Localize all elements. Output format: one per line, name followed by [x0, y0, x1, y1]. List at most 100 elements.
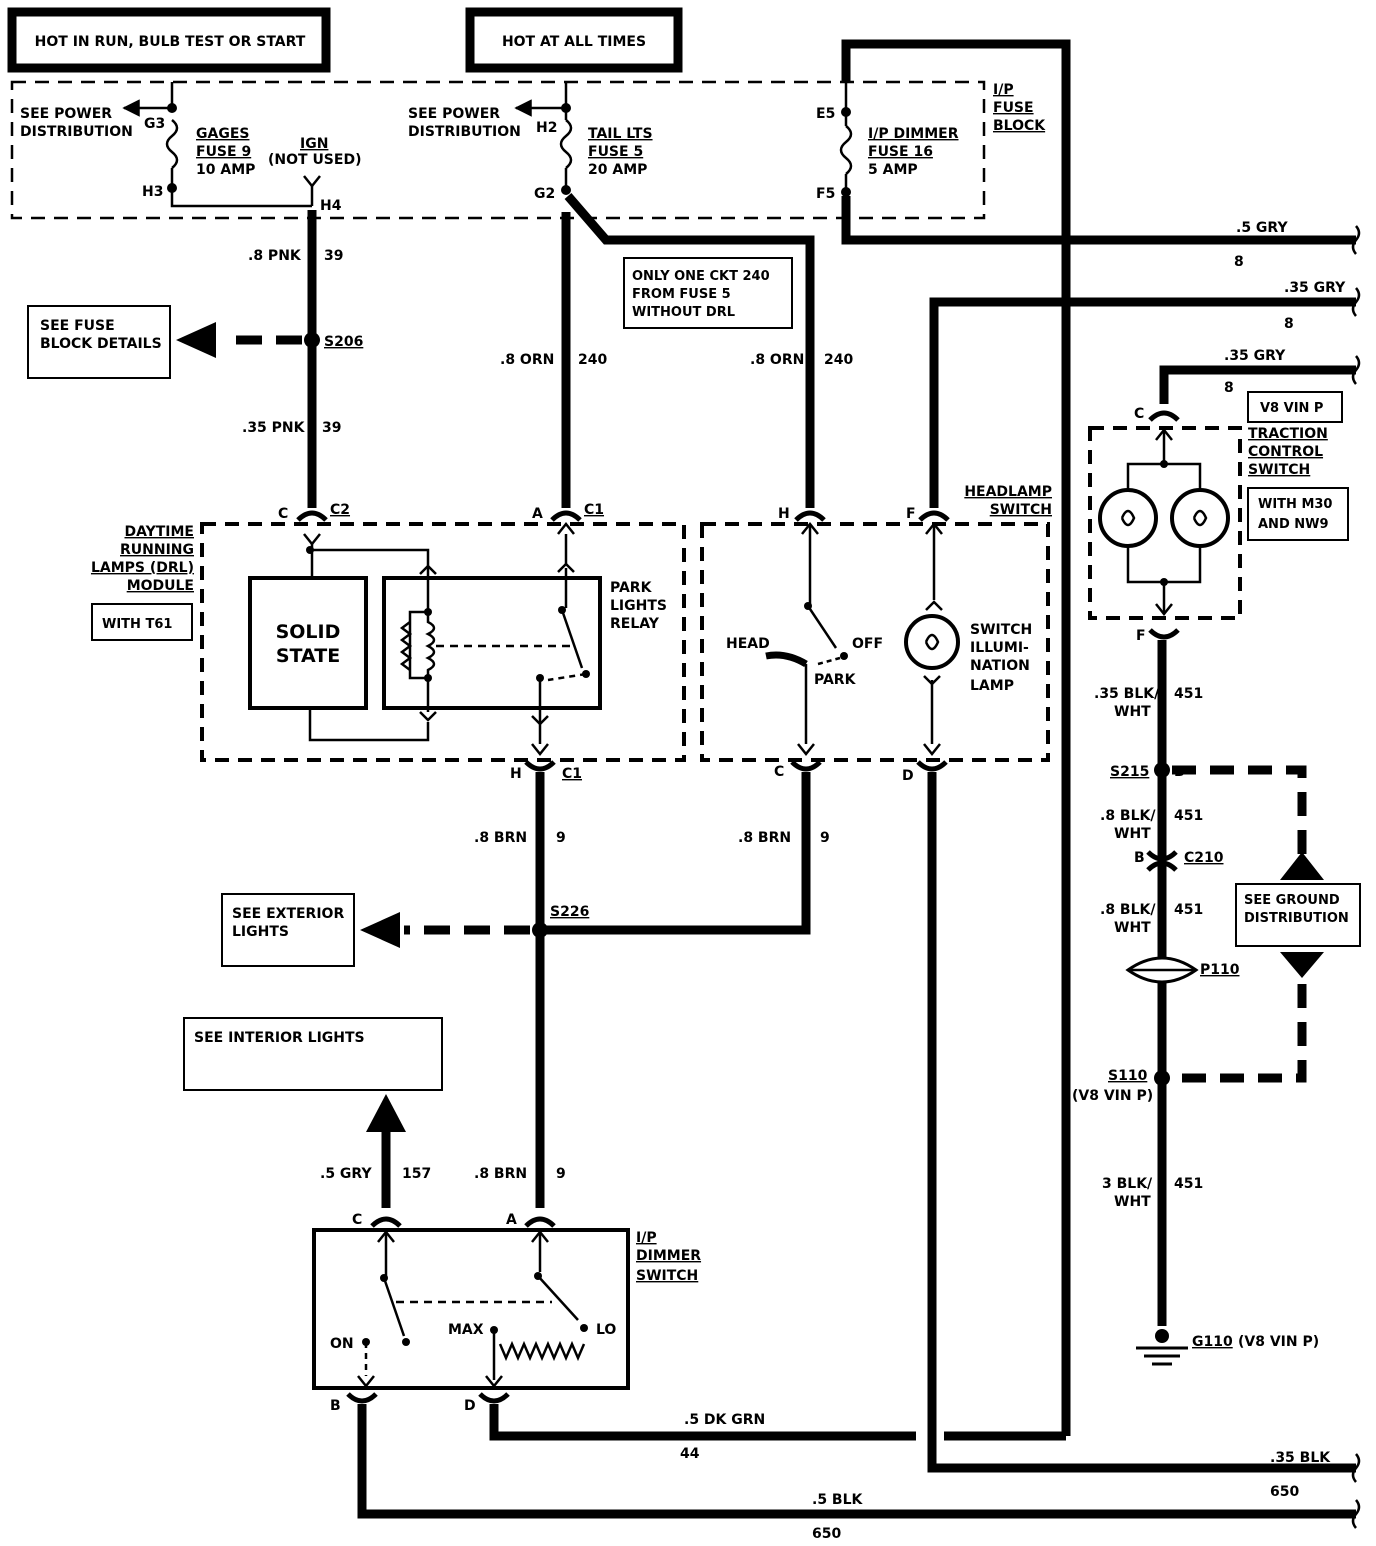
see-power-2a: SEE POWER — [408, 106, 500, 122]
ign-label-2: (NOT USED) — [268, 152, 361, 168]
splice-s215-label: S215 — [1110, 764, 1149, 780]
tc-lamp-right — [1170, 488, 1230, 548]
hl-pin-d: D — [902, 768, 914, 784]
ipd-max: MAX — [448, 1322, 484, 1338]
circuit-44: 44 — [680, 1446, 700, 1462]
headlamp-title-2: SWITCH — [990, 502, 1052, 518]
dimmer-fuse-1: I/P DIMMER — [868, 126, 959, 142]
illum-1: SWITCH — [970, 622, 1032, 638]
wire-label-blk05: .5 BLK — [812, 1492, 864, 1508]
relay-label-2: LIGHTS — [610, 598, 667, 614]
wire-8b — [929, 297, 1356, 508]
blkwht3-2: WHT — [1114, 920, 1151, 936]
ipd-pin-c: C — [352, 1212, 362, 1228]
splice-s226 — [532, 922, 548, 938]
hot-always-label: HOT AT ALL TIMES — [502, 34, 646, 50]
circuit-9b: 9 — [820, 830, 830, 846]
blkwht4-2: WHT — [1114, 1194, 1151, 1210]
with-t61-box — [91, 603, 193, 641]
v8-vin-p-box — [1247, 391, 1343, 423]
drl-title-3: LAMPS (DRL) — [91, 560, 194, 576]
see-ground-2: DISTRIBUTION — [1244, 911, 1349, 926]
with-t61: WITH T61 — [102, 617, 172, 632]
circuit-157: 157 — [402, 1166, 431, 1182]
see-interior: SEE INTERIOR LIGHTS — [194, 1030, 365, 1046]
see-ground-box — [1235, 883, 1361, 947]
with-m30-box — [1247, 487, 1349, 541]
drl-pin-h: H — [510, 766, 522, 782]
hl-park: PARK — [814, 672, 857, 688]
circuit-451c: 451 — [1174, 902, 1203, 918]
pin-g2: G2 — [534, 186, 555, 202]
dimmer-fuse-2: FUSE 16 — [868, 144, 933, 160]
wire-650b — [357, 1404, 1356, 1519]
relay-label-1: PARK — [610, 580, 653, 596]
splice-s110-label: S110 — [1108, 1068, 1148, 1084]
g110-sub: (V8 VIN P) — [1238, 1334, 1319, 1350]
park-lights-relay — [382, 576, 602, 710]
illum-3: NATION — [970, 658, 1030, 674]
pin-f5: F5 — [816, 186, 835, 202]
drl-title-2: RUNNING — [120, 542, 194, 558]
hl-pin-c: C — [774, 764, 784, 780]
g110-label: G110 — [1192, 1334, 1233, 1350]
circuit-9a: 9 — [556, 830, 566, 846]
hot-run-label: HOT IN RUN, BULB TEST OR START — [35, 34, 306, 50]
circuit-451d: 451 — [1174, 1176, 1203, 1192]
pin-h4: H4 — [320, 198, 342, 214]
splice-s110-sub: (V8 VIN P) — [1072, 1088, 1153, 1104]
ipd-title-3: SWITCH — [636, 1268, 698, 1284]
conn-c1b: C1 — [562, 766, 582, 782]
wire-44 — [489, 1404, 916, 1441]
gages-label-1: GAGES — [196, 126, 249, 142]
tail-label-3: 20 AMP — [588, 162, 647, 178]
circuit-8a: 8 — [1234, 254, 1244, 270]
hl-head: HEAD — [726, 636, 770, 652]
wire-label-gry-05: .5 GRY — [1236, 220, 1288, 236]
wire-9-hl — [540, 772, 811, 935]
conn-c210: C210 — [1184, 850, 1224, 866]
ign-label-1: IGN — [300, 136, 328, 152]
wire-650a — [927, 772, 1356, 1473]
blkwht4-1: 3 BLK/ — [1102, 1176, 1153, 1192]
circuit-451a: 451 — [1174, 686, 1203, 702]
tc-title-1: TRACTION — [1248, 426, 1328, 442]
see-exterior-box — [221, 893, 355, 967]
see-fuse-2: BLOCK DETAILS — [40, 336, 162, 352]
wire-label-orn1: .8 ORN — [500, 352, 554, 368]
see-fuse-box — [27, 305, 171, 379]
see-power-1b: DISTRIBUTION — [20, 124, 133, 140]
solid-state-2: STATE — [276, 645, 340, 667]
hl-pin-f: F — [906, 506, 916, 522]
blkwht3-1: .8 BLK/ — [1100, 902, 1156, 918]
hl-pin-h: H — [778, 506, 790, 522]
p110-label: P110 — [1200, 962, 1240, 978]
circuit-650b: 650 — [812, 1526, 841, 1542]
tc-pin-f: F — [1136, 628, 1146, 644]
wire-label-dkgrn: .5 DK GRN — [684, 1412, 765, 1428]
relay-label-3: RELAY — [610, 616, 660, 632]
circuit-39a: 39 — [324, 248, 343, 264]
hot-always-box — [465, 7, 683, 73]
conn-c2: C2 — [330, 502, 350, 518]
drl-module — [200, 522, 686, 762]
illum-4: LAMP — [970, 678, 1014, 694]
blkwht2-1: .8 BLK/ — [1100, 808, 1156, 824]
see-ground-1: SEE GROUND — [1244, 893, 1340, 908]
splice-s226-label: S226 — [550, 904, 589, 920]
splice-s206 — [304, 332, 320, 348]
blkwht1-2: WHT — [1114, 704, 1151, 720]
tc-lamp-left — [1098, 488, 1158, 548]
pin-e5: E5 — [816, 106, 835, 122]
wire-label-brn2: .8 BRN — [738, 830, 791, 846]
pin-h3: H3 — [142, 184, 163, 200]
drl-pin-a: A — [532, 506, 543, 522]
gages-label-3: 10 AMP — [196, 162, 255, 178]
fuse-block-title-1: I/P — [993, 82, 1014, 98]
wire-label-pnk-035: .35 PNK — [242, 420, 306, 436]
see-power-2b: DISTRIBUTION — [408, 124, 521, 140]
v8-vin-p: V8 VIN P — [1260, 401, 1323, 416]
circuit-39b: 39 — [322, 420, 341, 436]
ip-fuse-block — [10, 80, 986, 220]
